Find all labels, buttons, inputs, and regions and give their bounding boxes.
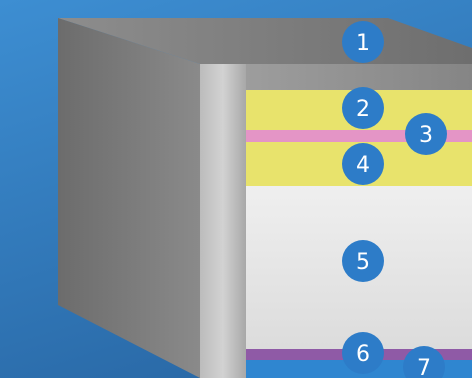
box-front-edge bbox=[200, 64, 246, 378]
layer-4-badge: 4 bbox=[342, 143, 384, 185]
layer-5-badge: 5 bbox=[342, 240, 384, 282]
layer-6-number: 6 bbox=[356, 342, 370, 367]
layer-1-number: 1 bbox=[356, 31, 370, 56]
layer-2-number: 2 bbox=[356, 97, 370, 122]
badge-circle bbox=[342, 21, 384, 63]
badge-circle bbox=[403, 346, 445, 378]
layer-7-number: 7 bbox=[417, 356, 431, 378]
badge-circle bbox=[342, 240, 384, 282]
badge-circle bbox=[342, 332, 384, 374]
badge-circle bbox=[342, 143, 384, 185]
layer-6-badge: 6 bbox=[342, 332, 384, 374]
badge-circle bbox=[405, 113, 447, 155]
layer-3-number: 3 bbox=[419, 123, 433, 148]
box-left-face bbox=[58, 18, 200, 378]
layer-5-number: 5 bbox=[356, 250, 370, 275]
layer-3-badge: 3 bbox=[405, 113, 447, 155]
badge-circle bbox=[342, 87, 384, 129]
layer-2-badge: 2 bbox=[342, 87, 384, 129]
layer-1-band bbox=[246, 64, 472, 90]
layer-4-number: 4 bbox=[356, 153, 370, 178]
layer-1-badge: 1 bbox=[342, 21, 384, 63]
layer-7-badge: 7 bbox=[403, 346, 445, 378]
